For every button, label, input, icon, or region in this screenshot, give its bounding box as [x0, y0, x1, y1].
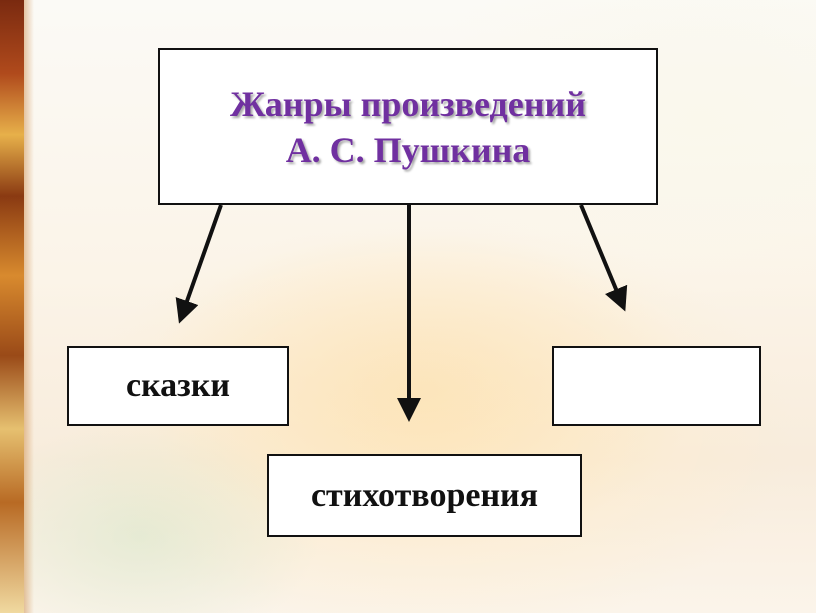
genre-box-empty: [552, 346, 761, 426]
arrow-to-right-box: [579, 204, 628, 312]
genre-label-fairy-tales: сказки: [125, 367, 230, 404]
title-line-2: А. С. Пушкина: [285, 129, 531, 170]
title-box: Жанры произведений А. С. Пушкина: [158, 48, 658, 205]
genre-box-poems: стихотворения: [267, 454, 582, 537]
decorative-left-border: [0, 0, 34, 613]
genre-label-poems: стихотворения: [310, 476, 539, 514]
title-line-1: Жанры произведений: [230, 83, 586, 124]
arrow-to-left-box: [175, 204, 223, 324]
genre-box-fairy-tales: сказки: [67, 346, 289, 426]
